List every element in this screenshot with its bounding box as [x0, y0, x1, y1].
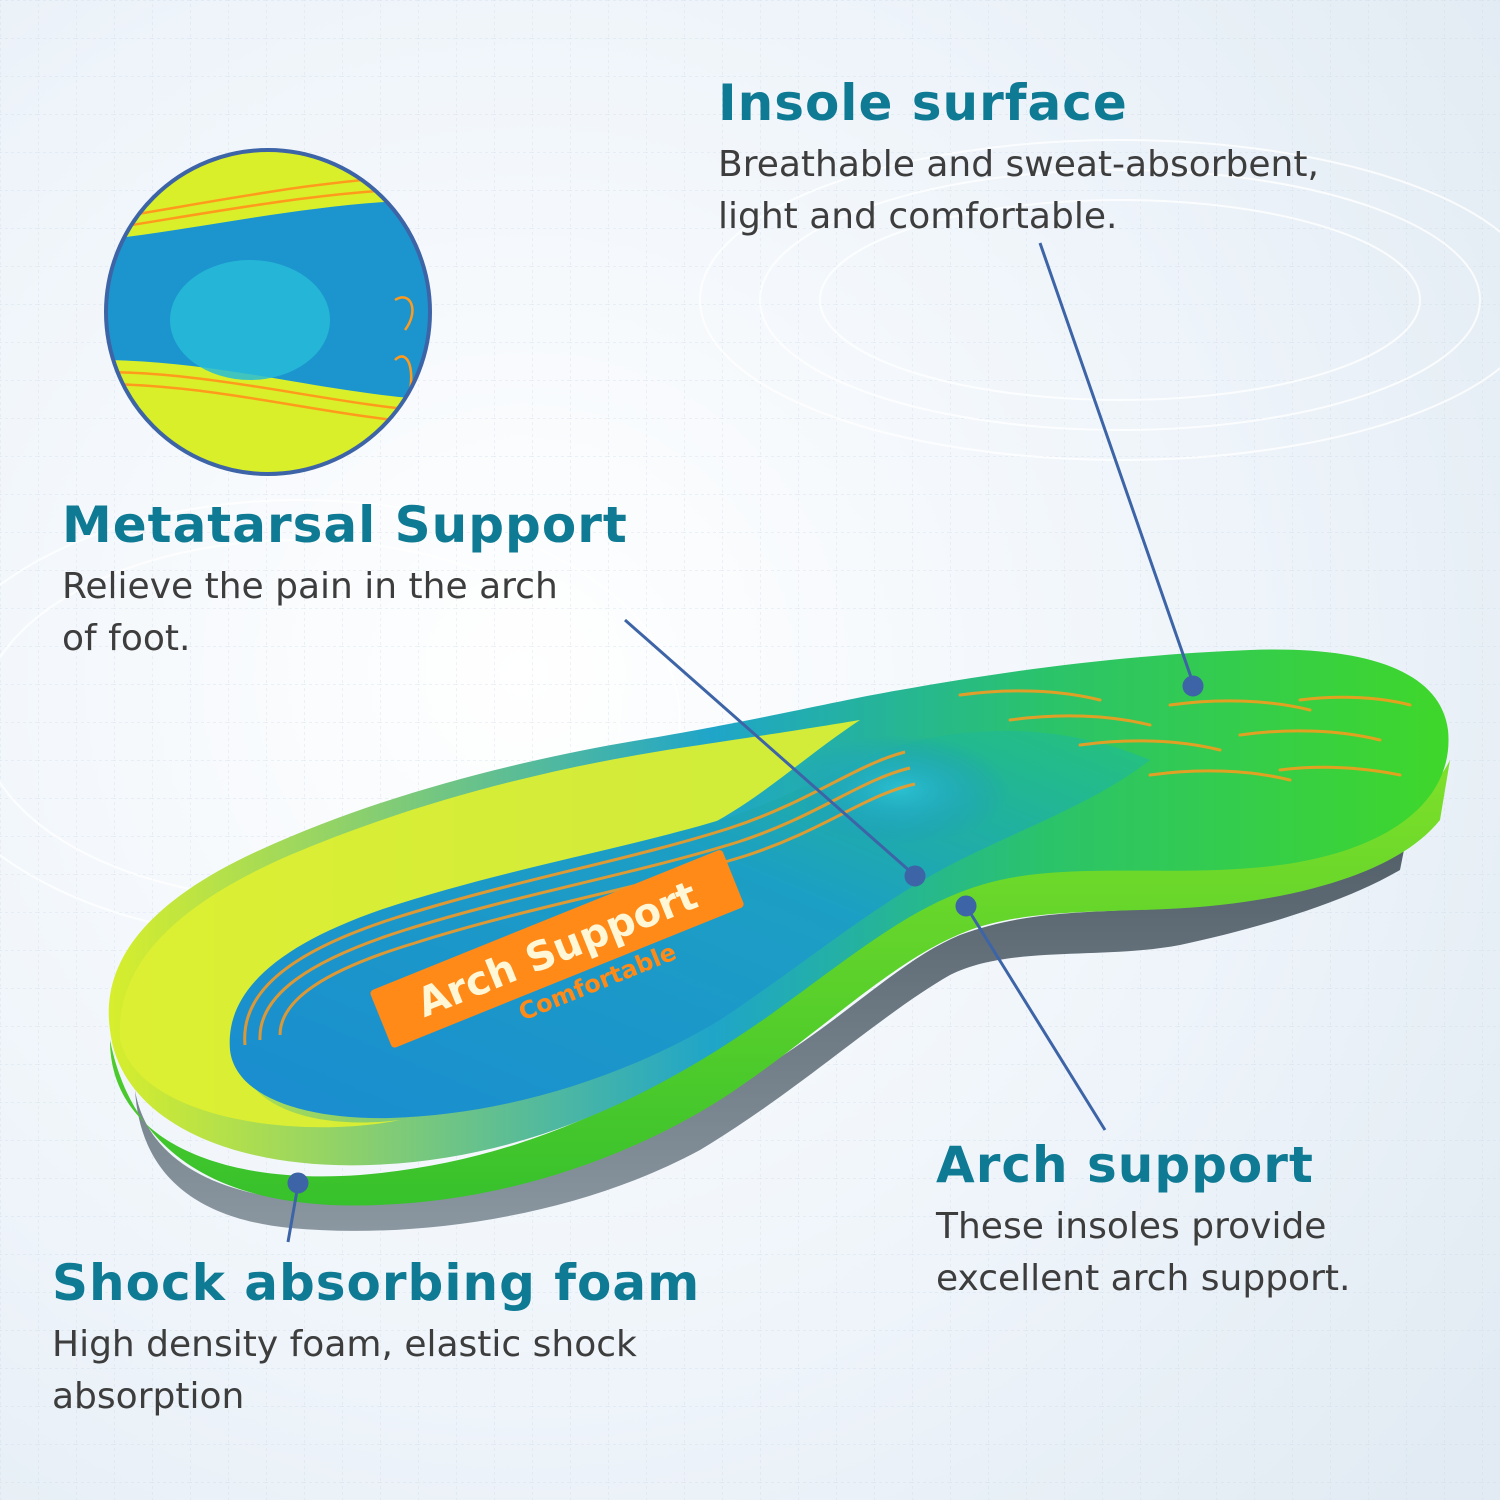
metatarsal-description: Relieve the pain in the arch of foot. [62, 561, 702, 665]
arch-desc-line2: excellent arch support. [936, 1258, 1351, 1300]
insole-surface-desc-line2: light and comfortable. [718, 196, 1118, 238]
shock-description: High density foam, elastic shock absorpt… [52, 1319, 812, 1423]
feature-shock-absorbing-foam: Shock absorbing foam High density foam, … [52, 1256, 812, 1423]
insole-pattern-lines [243, 750, 916, 1046]
leader-insole-surface [1038, 242, 1195, 684]
insole-surface-description: Breathable and sweat-absorbent, light an… [718, 139, 1438, 243]
leader-lines [286, 242, 1204, 1243]
feature-insole-surface: Insole surface Breathable and sweat-abso… [718, 76, 1438, 243]
arch-desc-line1: These insoles provide [936, 1206, 1327, 1247]
forefoot-dash-pattern [958, 689, 1412, 782]
metatarsal-pad [790, 735, 1010, 845]
shock-desc-line2: absorption [52, 1376, 245, 1418]
arch-title: Arch support [936, 1136, 1314, 1194]
metatarsal-title: Metatarsal Support [62, 496, 628, 554]
insole-base-foam [135, 820, 1410, 1231]
metatarsal-desc-line2: of foot. [62, 618, 191, 660]
insole-product-image: Arch Support Comfortable [108, 649, 1450, 1231]
leader-shock [286, 1184, 300, 1243]
metatarsal-desc-line1: Relieve the pain in the arch [62, 566, 558, 607]
leader-dot-arch [955, 895, 977, 917]
leader-metatarsal [624, 618, 913, 875]
feature-arch-support: Arch support These insoles provide excel… [936, 1138, 1476, 1305]
leader-dot-shock [287, 1172, 309, 1194]
metatarsal-closeup-image [104, 148, 432, 476]
arch-description: These insoles provide excellent arch sup… [936, 1201, 1476, 1305]
leader-dot-metatarsal [904, 865, 926, 887]
badge-background [370, 850, 744, 1048]
insole-surface-title: Insole surface [718, 74, 1128, 132]
insole-heel-rim [119, 720, 861, 1128]
shock-title: Shock absorbing foam [52, 1254, 701, 1312]
leader-arch [964, 905, 1107, 1131]
shock-desc-line1: High density foam, elastic shock [52, 1324, 637, 1365]
leader-dot-insole-surface [1182, 675, 1204, 697]
feature-metatarsal-support: Metatarsal Support Relieve the pain in t… [62, 498, 702, 665]
insole-surface-desc-line1: Breathable and sweat-absorbent, [718, 144, 1319, 185]
closeup-ring [104, 148, 432, 476]
insole-sidewall [110, 760, 1450, 1206]
